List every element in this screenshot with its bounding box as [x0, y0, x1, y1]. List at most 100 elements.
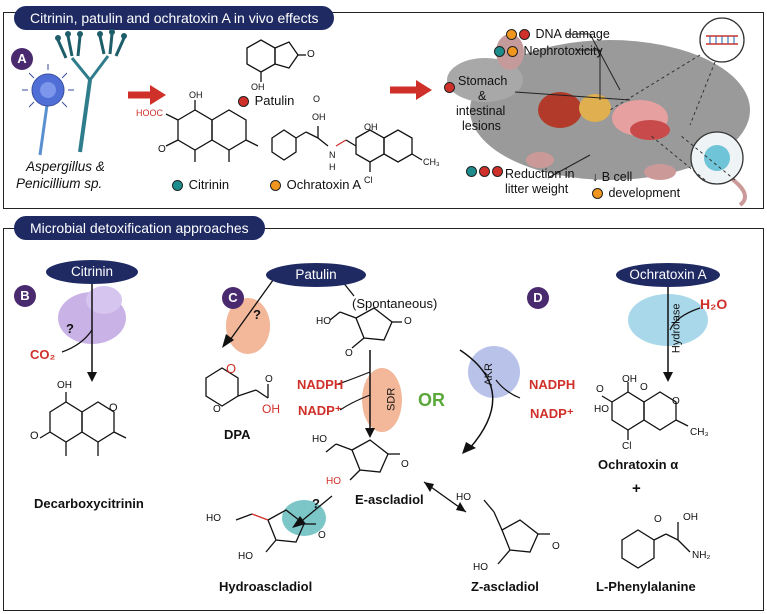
hydroascladiol-label: Hydroascladiol — [219, 579, 313, 594]
sdr-nadph: NADPH — [297, 377, 344, 392]
e-ascladiol-label: E-ascladiol — [355, 492, 424, 507]
h2o-label: H₂O — [700, 296, 728, 312]
hydrolase-label: Hydrolase — [670, 303, 683, 354]
effect-litter-dots — [466, 164, 505, 178]
penicillium-icon — [55, 29, 127, 153]
ochratoxin-n-label: N — [329, 150, 336, 160]
litter-dot-2 — [479, 166, 490, 178]
effect-stomach-4: lesions — [462, 119, 501, 133]
effect-stomach-3: intestinal — [456, 104, 506, 118]
ochratoxin-alpha-structure — [601, 382, 689, 440]
or-label: OR — [418, 390, 445, 410]
badge-b: B — [14, 285, 36, 307]
dpa-oh-label: OH — [262, 402, 280, 416]
phe-nh2-label: NH₂ — [692, 550, 711, 561]
badge-c: C — [222, 287, 244, 309]
phenylalanine-structure — [621, 522, 691, 569]
hydro-question: ? — [312, 496, 320, 511]
fungi-label-line2: Penicillium sp. — [16, 176, 102, 192]
effect-stomach-1: Stomach — [458, 74, 508, 88]
aspergillus-icon — [22, 64, 74, 156]
ochratoxin-structure — [271, 126, 423, 172]
ochratoxin-ch3-label: CH₃ — [423, 157, 440, 167]
dpa-label: DPA — [224, 427, 251, 442]
bcell-down-arrow: ↓ — [592, 170, 599, 184]
hydroascladiol-ho1: HO — [206, 513, 221, 524]
ochratoxin-text: Ochratoxin A — [286, 177, 362, 192]
phe-oh-label: OH — [683, 512, 698, 523]
dna-dot-1 — [506, 29, 517, 41]
z-ascladiol-label: Z-ascladiol — [471, 579, 539, 594]
decarboxy-ring-o-label: O — [109, 402, 118, 414]
e-ascladiol-ho1: HO — [312, 434, 327, 445]
nephro-dot-1 — [494, 46, 505, 58]
ochratoxin-alpha-oh: OH — [622, 374, 637, 385]
patulin-dot — [238, 96, 249, 108]
dpa-ring-o-label: O — [213, 404, 221, 415]
patulin-spontaneous: (Spontaneous) — [352, 296, 438, 311]
ochratoxin-alpha-o2: O — [640, 382, 648, 393]
detox-panel — [3, 228, 764, 611]
e-ascladiol-o-label: O — [401, 459, 409, 470]
hydroascladiol-structure — [235, 509, 316, 553]
ochratoxin-dot — [270, 180, 281, 192]
fungi-label-line1: Aspergillus & — [26, 159, 105, 174]
hydroascladiol-o-label: O — [318, 530, 326, 541]
stomach-dot — [444, 82, 455, 94]
in-vivo-effects-title: Citrinin, patulin and ochratoxin A in vi… — [14, 6, 335, 30]
akr-nadph: NADPH — [529, 377, 576, 392]
ochratoxin-alpha-ch3: CH₃ — [690, 427, 709, 438]
effect-nephro-text: Nephrotoxicity — [523, 44, 603, 58]
in-vivo-effects-panel — [3, 12, 764, 209]
ochratoxin-oh-label: OH — [312, 112, 326, 122]
ochratoxin-alpha-o3: O — [672, 396, 680, 407]
ochratoxin-plus: + — [632, 480, 641, 497]
intermediate-ho-label: HO — [316, 316, 331, 327]
e-ascladiol-ho2: HO — [326, 476, 341, 487]
phe-o-label: O — [654, 514, 662, 525]
intermediate-o-label: O — [404, 316, 412, 327]
citrinin-oh-label: OH — [189, 90, 203, 100]
decarboxy-oh-label: OH — [57, 380, 72, 391]
badge-a: A — [11, 48, 33, 70]
citrinin-o-label: O — [158, 144, 166, 155]
effect-bcell-1: ↓ B cell — [592, 170, 632, 184]
ochratoxin-product1: Ochratoxin α — [598, 457, 679, 472]
effect-litter-2: litter weight — [505, 182, 569, 196]
detox-title: Microbial detoxification approaches — [14, 216, 265, 240]
patulin-text: Patulin — [254, 93, 295, 108]
citrinin-product: Decarboxycitrinin — [34, 496, 144, 511]
bcell-dot — [592, 188, 603, 200]
fungi-label-line2-text: Penicillium sp. — [16, 176, 103, 191]
akr-nadp: NADP⁺ — [530, 406, 574, 421]
dna-dot-2 — [519, 29, 530, 41]
citrinin-dot — [172, 180, 183, 192]
citrinin-text: Citrinin — [188, 177, 230, 192]
effect-stomach-2: & — [478, 89, 487, 103]
intermediate-o2-label: O — [345, 348, 353, 359]
z-ascladiol-ho1: HO — [456, 492, 471, 503]
z-ascladiol-structure — [483, 499, 550, 565]
ochratoxin-header: Ochratoxin A — [616, 263, 720, 287]
badge-d: D — [527, 287, 549, 309]
dpa-structure — [205, 367, 269, 407]
sdr-label: SDR — [385, 387, 398, 411]
ochratoxin-alpha-ho: HO — [594, 404, 609, 415]
citrinin-structure — [165, 100, 259, 162]
patulin-o-label: O — [307, 49, 315, 60]
patulin-question: ? — [253, 307, 261, 322]
patulin-oh-label: OH — [251, 82, 265, 92]
akr-label: AKR — [482, 363, 495, 386]
dpa-carbonyl-o-label: O — [265, 374, 273, 385]
decarboxy-o-label: O — [30, 430, 39, 442]
patulin-intermediate-structure — [329, 307, 402, 349]
ochratoxin-h-label: H — [329, 162, 336, 172]
nephro-dot-2 — [507, 46, 518, 58]
dpa-o-label: O — [226, 361, 237, 376]
patulin-header: Patulin — [266, 263, 366, 287]
effect-dna-text: DNA damage — [535, 27, 610, 41]
effect-dna: DNA damage — [506, 27, 610, 41]
patulin-structure — [246, 39, 306, 82]
litter-dot-1 — [466, 166, 477, 178]
